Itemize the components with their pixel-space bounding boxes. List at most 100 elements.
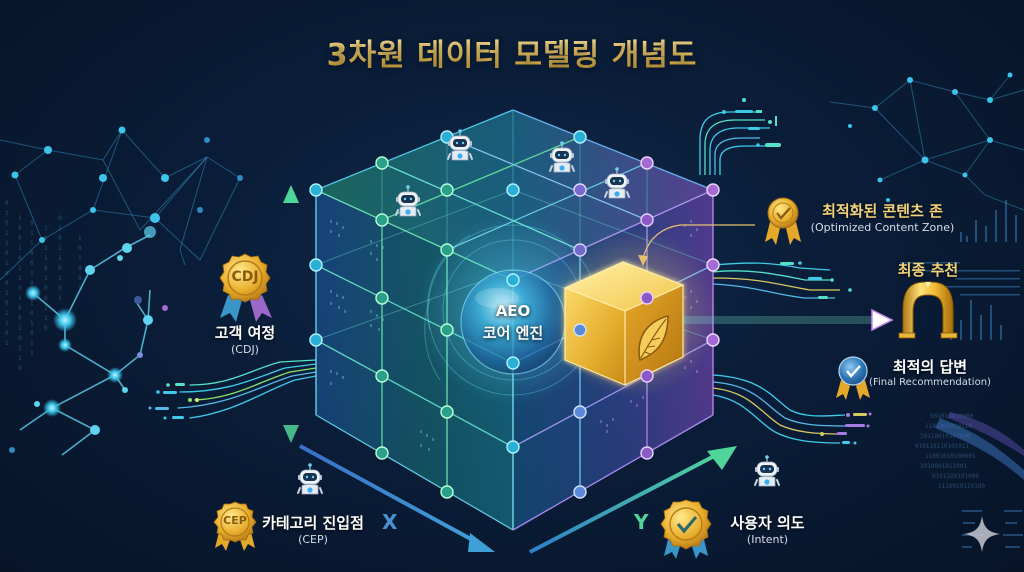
svg-text:0: 0 [30,310,34,317]
aeo-core-label: AEO 코어 엔진 [463,300,563,344]
svg-text:1: 1 [44,225,48,232]
svg-text:0: 0 [5,280,9,287]
cep-medal-icon [213,501,257,551]
cdj-label-ko: 고객 여정 [214,324,276,342]
svg-text:1: 1 [58,275,62,282]
svg-text:1: 1 [78,255,82,262]
svg-text:0: 0 [18,305,22,312]
svg-text:1: 1 [58,225,62,232]
svg-text:0: 0 [18,315,22,322]
recommendation-beam [683,308,894,332]
svg-text:0: 0 [44,265,48,272]
svg-text:1: 1 [30,270,34,277]
cep-label: 카테고리 진입점 (CEP) [253,512,373,546]
svg-text:1010001011001: 1010001011001 [920,463,967,470]
svg-text:11001010100001: 11001010100001 [925,453,976,460]
svg-text:0: 0 [5,330,9,337]
svg-text:0: 0 [18,365,22,372]
svg-text:0: 0 [18,255,22,262]
svg-text:1: 1 [5,320,9,327]
optimized-zone-ko: 최적화된 콘텐츠 존 [822,202,943,220]
svg-text:1: 1 [30,230,34,237]
svg-text:1: 1 [44,305,48,312]
svg-text:1: 1 [30,240,34,247]
svg-text:1: 1 [18,325,22,332]
svg-text:0: 0 [30,330,34,337]
svg-text:0: 0 [30,220,34,227]
svg-text:0: 0 [44,235,48,242]
svg-text:0: 0 [18,225,22,232]
final-label-ko: 최적의 답변 [892,358,968,376]
svg-text:1: 1 [18,355,22,362]
svg-text:10110010101000: 10110010101000 [920,433,971,440]
svg-text:0: 0 [58,235,62,242]
svg-text:0: 0 [30,280,34,287]
intent-medal-icon [660,499,712,559]
svg-text:1: 1 [5,240,9,247]
svg-text:0101100101000: 0101100101000 [932,473,979,480]
intent-label: 사용자 의도 (Intent) [720,512,815,546]
svg-text:1: 1 [18,345,22,352]
svg-text:0: 0 [5,220,9,227]
svg-text:1110010110100: 1110010110100 [938,483,985,490]
svg-text:1: 1 [5,290,9,297]
cdj-medal-icon [219,253,272,322]
cep-label-ko: 카테고리 진입점 [262,514,364,532]
svg-text:1: 1 [5,230,9,237]
svg-text:1: 1 [78,235,82,242]
z-axis-arrow [283,185,299,443]
svg-text:0: 0 [5,270,9,277]
svg-text:1: 1 [18,265,22,272]
svg-text:1: 1 [30,300,34,307]
svg-text:0: 0 [78,245,82,252]
svg-text:1: 1 [44,245,48,252]
y-axis-letter: Y [634,510,649,534]
svg-text:0: 0 [18,235,22,242]
svg-text:1: 1 [18,275,22,282]
optimized-zone-label: 최적화된 콘텐츠 존 (Optimized Content Zone) [800,200,965,234]
aeo-core-line2: 코어 엔진 [482,324,544,342]
svg-text:1: 1 [58,245,62,252]
cdj-badge-text: CDJ [231,269,259,285]
svg-text:1: 1 [30,340,34,347]
svg-text:0: 0 [44,295,48,302]
svg-text:1: 1 [18,215,22,222]
svg-text:0: 0 [78,265,82,272]
svg-text:1: 1 [58,255,62,262]
svg-text:0: 0 [58,285,62,292]
arch-icon [898,281,958,339]
x-axis-arrow [299,444,495,552]
svg-text:1: 1 [44,275,48,282]
check-medal-icon [765,197,801,245]
svg-text:1: 1 [5,340,9,347]
cdj-label-en: (CDJ) [231,343,259,356]
svg-text:1: 1 [58,295,62,302]
svg-text:1: 1 [18,245,22,252]
cdj-label: 고객 여정 (CDJ) [195,322,295,356]
page-title: 3차원 데이터 모델링 개념도 [0,30,1024,74]
svg-text:0: 0 [58,265,62,272]
sparkle-icon [964,516,1000,552]
svg-text:0: 0 [30,260,34,267]
svg-text:1: 1 [5,260,9,267]
final-label-en: (Final Recommendation) [869,377,991,388]
cep-badge-text: CEP [223,514,247,527]
svg-text:0: 0 [30,250,34,257]
svg-text:0: 0 [44,325,48,332]
svg-text:1: 1 [18,295,22,302]
cep-label-en: (CEP) [298,533,328,546]
svg-text:001010010000: 001010010000 [930,413,974,420]
svg-text:0: 0 [5,200,9,207]
svg-text:1: 1 [5,310,9,317]
svg-text:0: 0 [78,275,82,282]
svg-text:0: 0 [5,250,9,257]
svg-text:1: 1 [30,290,34,297]
final-heading: 최종 추천 [897,261,959,279]
x-axis-letter: X [382,510,398,534]
optimized-zone-en: (Optimized Content Zone) [810,221,955,234]
svg-text:0: 0 [58,215,62,222]
svg-text:0: 0 [44,285,48,292]
